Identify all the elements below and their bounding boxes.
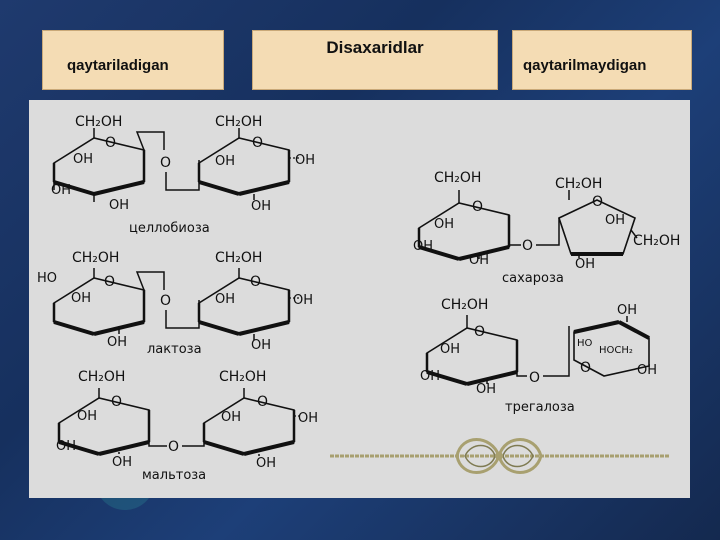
trehalose-bridge-o: O	[529, 370, 540, 386]
cellobiose-ring1-ch2oh: CH₂OH	[75, 114, 122, 130]
cellobiose-ring1-oh-bottom: OH	[109, 198, 129, 213]
maltose-structure: CH₂OH O OH OH OH O CH₂OH O OH OH OH маль…	[56, 369, 318, 483]
non-reducing-label: qaytarilmaydigan	[523, 57, 647, 74]
cellobiose-ring1-o: O	[105, 135, 116, 151]
trehalose-ring1-oh-left: OH	[420, 369, 440, 384]
reducing-label-box: qaytariladigan	[42, 30, 224, 90]
cellobiose-bridge-o: O	[160, 155, 171, 171]
maltose-ring1-oh-left: OH	[56, 439, 76, 454]
maltose-ring2-oh-right: OH	[298, 411, 318, 426]
trehalose-ring2-ho: HO	[577, 338, 593, 349]
lactose-ring2-oh-right: OH	[293, 293, 313, 308]
sucrose-ring2-o: O	[592, 194, 603, 210]
lactose-ring2-ch2oh: CH₂OH	[215, 250, 262, 266]
lactose-ring1-o: O	[104, 274, 115, 290]
trehalose-ring2-hoch2: HOCH₂	[599, 345, 633, 356]
maltose-ring2-o: O	[257, 394, 268, 410]
structures-svg: CH₂OH O OH OH OH O CH₂OH O OH OH OH целл…	[37, 114, 680, 483]
cellobiose-ring2-ch2oh: CH₂OH	[215, 114, 262, 130]
structures-panel: CH₂OH O OH OH OH O CH₂OH O OH OH OH целл…	[29, 100, 690, 498]
maltose-ring1-oh-bottom: OH	[112, 455, 132, 470]
sucrose-ring2-oh-bottom: OH	[575, 257, 595, 272]
reducing-label: qaytariladigan	[67, 57, 169, 74]
sucrose-bridge-o: O	[522, 238, 533, 254]
lactose-ring1-oh-inner: OH	[71, 291, 91, 306]
lactose-ring2-oh-inner: OH	[215, 292, 235, 307]
cellobiose-ring2-oh-right: OH	[295, 153, 315, 168]
page-title: Disaxaridlar	[326, 38, 424, 57]
cellobiose-ring2-oh-inner: OH	[215, 154, 235, 169]
cellobiose-structure: CH₂OH O OH OH OH O CH₂OH O OH OH OH целл…	[51, 114, 315, 236]
cellobiose-ring1-oh-left: OH	[51, 183, 71, 198]
trehalose-ring2-oh-right: OH	[637, 363, 657, 378]
trehalose-ring2-o: O	[580, 360, 591, 376]
sucrose-name: сахароза	[502, 271, 564, 286]
lactose-bridge-o: O	[160, 293, 171, 309]
trehalose-ring2-oh-top: OH	[617, 303, 637, 318]
trehalose-structure: CH₂OH O OH OH OH O OH HO HOCH₂ O OH трег…	[420, 297, 657, 415]
maltose-ring2-oh-inner: OH	[221, 410, 241, 425]
title-box: Disaxaridlar	[252, 30, 498, 90]
sucrose-ring1-ch2oh: CH₂OH	[434, 170, 481, 186]
cellobiose-ring1-oh-inner: OH	[73, 152, 93, 167]
trehalose-ring1-o: O	[474, 324, 485, 340]
cellobiose-ring2-oh-bottom: OH	[251, 199, 271, 214]
sucrose-ring1-oh-inner: OH	[434, 217, 454, 232]
maltose-ring1-ch2oh: CH₂OH	[78, 369, 125, 385]
trehalose-ring1-oh-inner: OH	[440, 342, 460, 357]
ornament-divider	[330, 438, 669, 474]
sucrose-ring1-oh-bottom: OH	[469, 253, 489, 268]
maltose-bridge-o: O	[168, 439, 179, 455]
lactose-name: лактоза	[147, 342, 202, 357]
maltose-name: мальтоза	[142, 468, 206, 483]
maltose-ring1-oh-inner: OH	[77, 409, 97, 424]
sucrose-ring1-o: O	[472, 199, 483, 215]
sucrose-ring2-ch2oh-right: CH₂OH	[633, 233, 680, 249]
maltose-ring1-o: O	[111, 394, 122, 410]
lactose-structure: CH₂OH O HO OH OH O CH₂OH O OH OH OH лакт…	[37, 250, 313, 357]
maltose-ring2-oh-bottom: OH	[256, 456, 276, 471]
lactose-ring2-o: O	[250, 274, 261, 290]
lactose-ring1-ho: HO	[37, 271, 57, 286]
cellobiose-name: целлобиоза	[129, 221, 210, 236]
lactose-ring1-ch2oh: CH₂OH	[72, 250, 119, 266]
sucrose-ring2-oh-inner: OH	[605, 213, 625, 228]
trehalose-ring1-ch2oh: CH₂OH	[441, 297, 488, 313]
lactose-ring1-oh-bottom: OH	[107, 335, 127, 350]
lactose-ring2-oh-bottom: OH	[251, 338, 271, 353]
non-reducing-label-box: qaytarilmaydigan	[512, 30, 692, 90]
sucrose-ring2-ch2oh-top: CH₂OH	[555, 176, 602, 192]
sucrose-ring1-oh-left: OH	[413, 239, 433, 254]
trehalose-name: трегалоза	[505, 400, 575, 415]
sucrose-structure: CH₂OH O OH OH OH O CH₂OH O OH CH₂OH OH с…	[413, 170, 680, 286]
cellobiose-ring2-o: O	[252, 135, 263, 151]
maltose-ring2-ch2oh: CH₂OH	[219, 369, 266, 385]
trehalose-ring1-oh-bottom: OH	[476, 382, 496, 397]
